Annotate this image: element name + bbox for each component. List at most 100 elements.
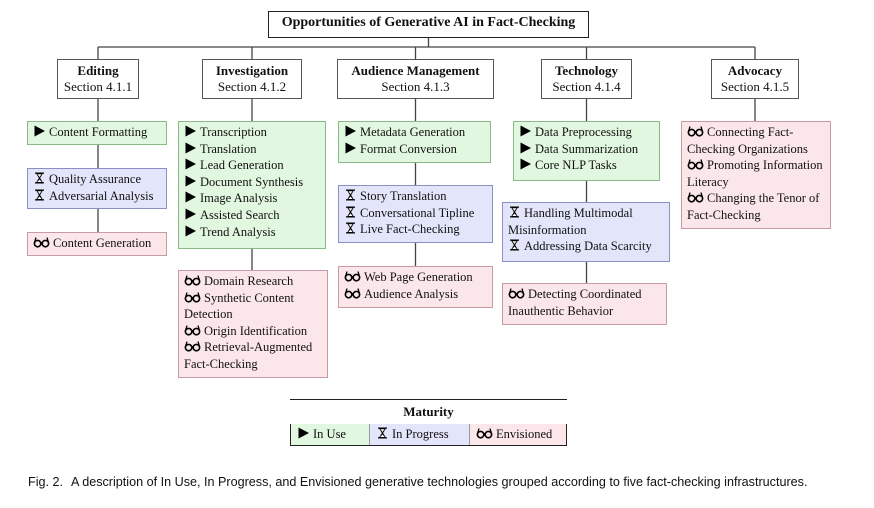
item-label: Retrieval-Augmented Fact-Checking xyxy=(184,340,313,371)
legend-label: In Progress xyxy=(392,427,449,441)
item-label: Detecting Coordinated Inauthentic Behavi… xyxy=(508,287,642,318)
list-item: Image Analysis xyxy=(184,190,320,207)
item-label: Content Formatting xyxy=(49,125,148,139)
play-triangle-icon xyxy=(185,125,196,137)
hourglass-icon xyxy=(510,206,519,218)
play-triangle-icon xyxy=(34,125,45,137)
category-title: Editing xyxy=(77,63,119,78)
list-item: Content Formatting xyxy=(33,124,161,141)
item-label: Quality Assurance xyxy=(49,172,141,186)
category-section: Section 4.1.3 xyxy=(381,79,450,94)
list-item: Core NLP Tasks xyxy=(519,157,654,174)
category-title: Investigation xyxy=(215,63,289,78)
play-triangle-icon xyxy=(345,125,356,137)
list-item: Conversational Tipline xyxy=(344,205,487,222)
item-label: Trend Analysis xyxy=(200,224,276,239)
list-item: Format Conversion xyxy=(344,141,485,158)
play-triangle-icon xyxy=(185,225,196,237)
item-label: Audience Analysis xyxy=(364,286,459,301)
item-label: Story Translation xyxy=(360,189,447,203)
list-item: Translation xyxy=(184,141,320,158)
list-item: Detecting Coordinated Inauthentic Behavi… xyxy=(508,286,661,319)
list-item: Addressing Data Scarcity xyxy=(508,238,664,255)
item-label: Synthetic Content Detection xyxy=(184,290,294,322)
legend-item-in-use: In Use xyxy=(290,424,369,445)
category-section: Section 4.1.5 xyxy=(720,79,790,94)
glasses-icon xyxy=(184,341,201,352)
list-item: Document Synthesis xyxy=(184,174,320,191)
list-item: Retrieval-Augmented Fact-Checking xyxy=(184,339,322,372)
hourglass-icon xyxy=(346,222,355,234)
hourglass-icon xyxy=(346,206,355,218)
item-label: Lead Generation xyxy=(200,158,284,173)
glasses-icon xyxy=(508,288,525,299)
list-item: Domain Research xyxy=(184,273,322,290)
list-item: Metadata Generation xyxy=(344,124,485,141)
glasses-icon xyxy=(344,271,361,282)
item-label: Data Summarization xyxy=(535,141,639,156)
item-label: Format Conversion xyxy=(360,141,457,156)
glasses-icon xyxy=(344,287,361,299)
item-label: Addressing Data Scarcity xyxy=(524,239,652,254)
hourglass-icon xyxy=(378,427,387,439)
list-item: Web Page Generation xyxy=(344,269,487,286)
play-triangle-icon xyxy=(185,142,196,154)
legend-title: Maturity xyxy=(290,399,567,423)
hourglass-icon xyxy=(35,189,44,201)
list-item: Handling Multimodal Misinformation xyxy=(508,205,664,238)
group-in-use: Content Formatting xyxy=(27,121,167,145)
legend-label: In Use xyxy=(313,427,346,441)
list-item: Live Fact-Checking xyxy=(344,221,487,238)
list-item: Content Generation xyxy=(33,235,161,252)
item-label: Adversarial Analysis xyxy=(49,188,154,203)
play-triangle-icon xyxy=(185,175,196,187)
category-section: Section 4.1.2 xyxy=(217,79,287,94)
item-label: Metadata Generation xyxy=(360,125,466,139)
list-item: Data Preprocessing xyxy=(519,124,654,141)
category-section: Section 4.1.1 xyxy=(63,79,133,94)
glasses-icon xyxy=(184,275,201,286)
play-triangle-icon xyxy=(520,125,531,137)
group-envisioned: Content Generation xyxy=(27,232,167,256)
glasses-icon xyxy=(687,159,704,170)
glasses-icon xyxy=(184,325,201,336)
group-envisioned: Detecting Coordinated Inauthentic Behavi… xyxy=(502,283,667,325)
glasses-icon xyxy=(476,428,493,439)
item-label: Promoting Information Literacy xyxy=(687,158,823,189)
category-title: Audience Management xyxy=(351,63,480,78)
item-label: Assisted Search xyxy=(200,207,280,222)
list-item: Synthetic Content Detection xyxy=(184,290,322,323)
item-label: Live Fact-Checking xyxy=(360,222,460,237)
play-triangle-icon xyxy=(345,142,356,154)
category-section: Section 4.1.4 xyxy=(552,79,621,94)
list-item: Audience Analysis xyxy=(344,286,487,303)
list-item: Promoting Information Literacy xyxy=(687,157,825,190)
list-item: Quality Assurance xyxy=(33,171,161,188)
item-label: Connecting Fact-Checking Organizations xyxy=(687,125,808,156)
play-triangle-icon xyxy=(298,427,309,439)
item-label: Transcription xyxy=(200,125,267,139)
item-label: Content Generation xyxy=(53,236,152,250)
item-label: Domain Research xyxy=(204,274,294,288)
play-triangle-icon xyxy=(185,191,196,203)
glasses-icon xyxy=(33,237,50,248)
root-title: Opportunities of Generative AI in Fact-C… xyxy=(268,11,589,38)
list-item: Assisted Search xyxy=(184,207,320,224)
list-item: Data Summarization xyxy=(519,141,654,158)
item-label: Handling Multimodal Misinformation xyxy=(508,206,633,237)
play-triangle-icon xyxy=(520,158,531,170)
list-item: Connecting Fact-Checking Organizations xyxy=(687,124,825,157)
list-item: Lead Generation xyxy=(184,157,320,174)
hourglass-icon xyxy=(35,172,44,184)
